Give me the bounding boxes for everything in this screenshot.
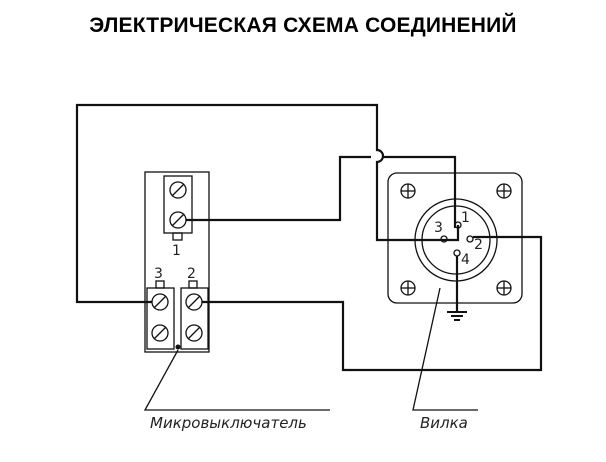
pin-2 bbox=[466, 235, 474, 243]
terminal-1-label: 1 bbox=[172, 243, 181, 259]
terminal-1-tab bbox=[172, 232, 183, 241]
screw-top bbox=[169, 181, 187, 199]
screw-terminal-1 bbox=[169, 211, 187, 229]
screw-terminal-2-lower bbox=[185, 324, 203, 342]
microswitch: 1 3 2 bbox=[144, 171, 210, 353]
plug-caption: Вилка bbox=[420, 414, 468, 432]
screw-terminal-3 bbox=[151, 293, 169, 311]
screw-terminal-2 bbox=[185, 293, 203, 311]
mount-hole-tl bbox=[400, 183, 416, 199]
terminal-3-label: 3 bbox=[154, 266, 163, 282]
terminal-3-tab bbox=[155, 280, 165, 289]
microswitch-leader: Микровыключатель bbox=[143, 349, 330, 432]
pin-4-label: 4 bbox=[461, 252, 470, 268]
microswitch-caption: Микровыключатель bbox=[150, 414, 307, 432]
pin-3-label: 3 bbox=[434, 220, 443, 236]
ground-symbol bbox=[447, 311, 467, 321]
terminal-3-block bbox=[146, 287, 175, 350]
wire-terminal2-to-pin2 bbox=[202, 235, 543, 372]
terminal-2-label: 2 bbox=[187, 266, 196, 282]
pin-1-label: 1 bbox=[461, 210, 470, 226]
pin-4 bbox=[453, 249, 461, 257]
mount-hole-br bbox=[496, 280, 512, 296]
wire-terminal1-to-pin3 bbox=[186, 155, 457, 228]
mount-hole-tr bbox=[496, 183, 512, 199]
terminal-2-tab bbox=[188, 280, 198, 289]
pin-2-label: 2 bbox=[474, 237, 483, 253]
wire-terminal3-to-pin1 bbox=[75, 103, 460, 304]
plug-leader: Вилка bbox=[412, 287, 478, 432]
microswitch-body bbox=[144, 171, 210, 353]
terminal-2-block bbox=[180, 287, 209, 350]
screw-terminal-3-lower bbox=[151, 324, 169, 342]
diagram-title: ЭЛЕКТРИЧЕСКАЯ СХЕМА СОЕДИНЕНИЙ bbox=[89, 14, 517, 37]
junction-dot bbox=[175, 344, 181, 350]
microswitch-upper-block bbox=[163, 175, 193, 234]
mount-hole-bl bbox=[400, 280, 416, 296]
